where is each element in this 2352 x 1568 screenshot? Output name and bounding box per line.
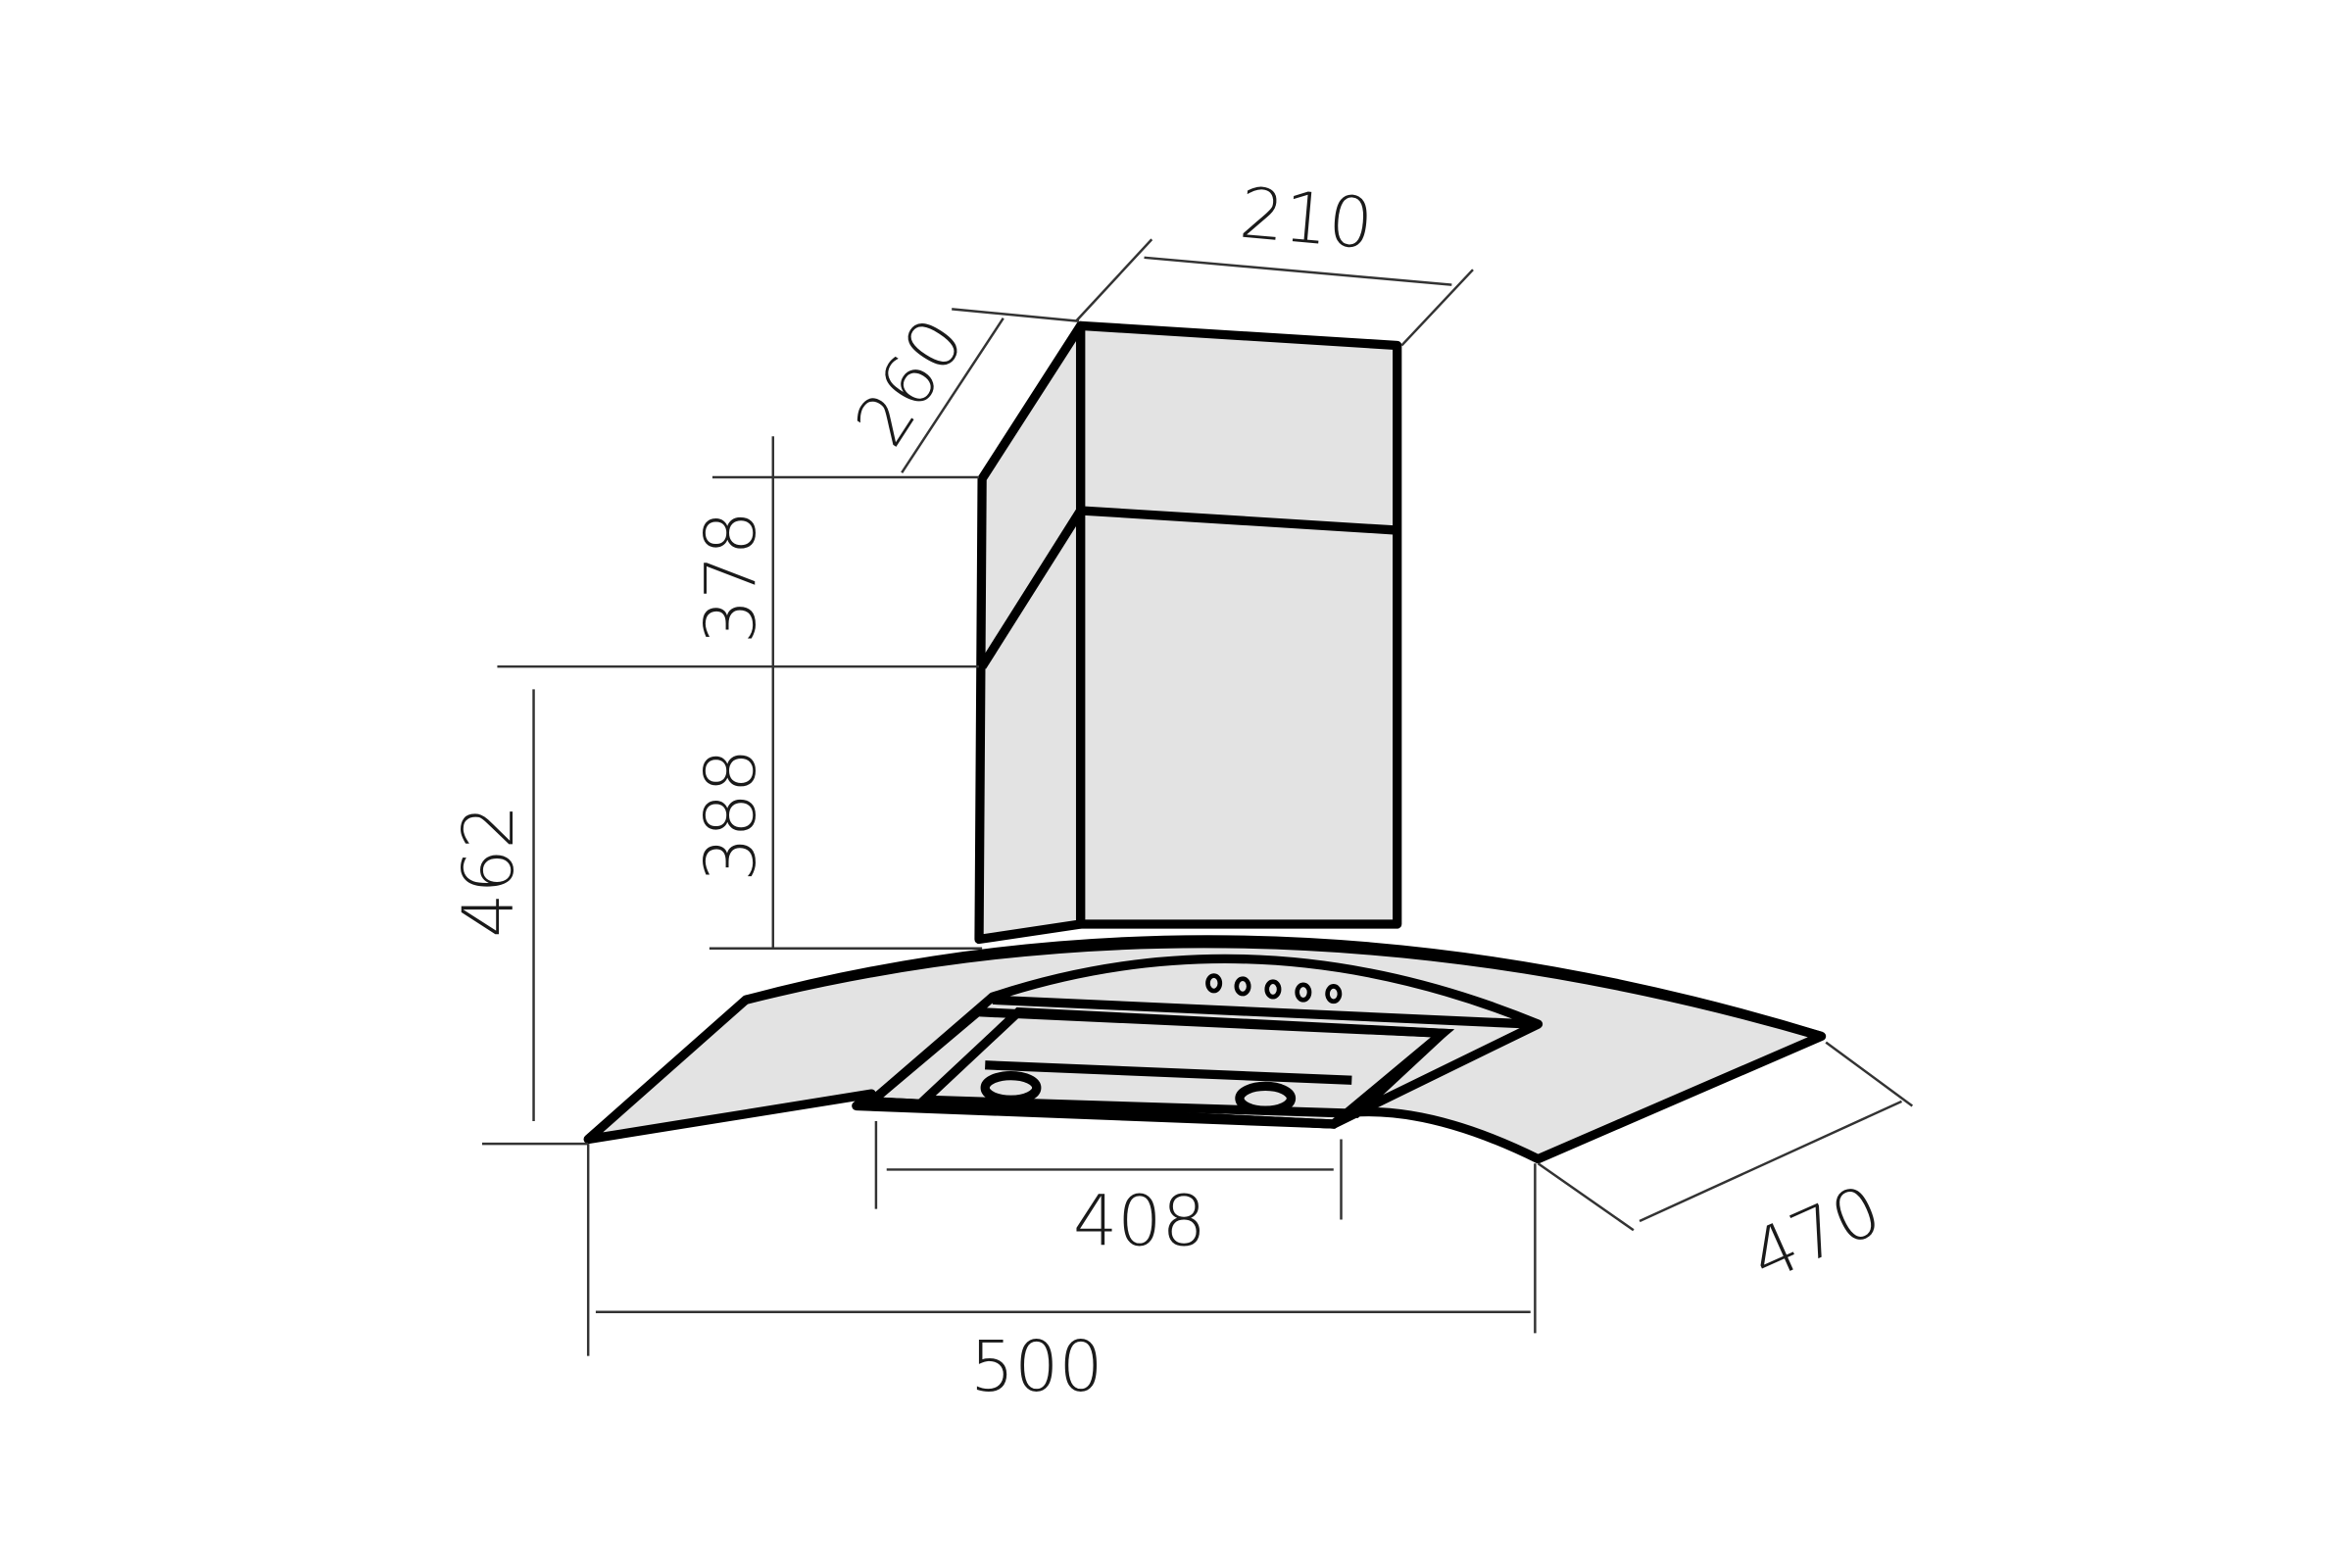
filter-divider <box>985 1060 1352 1085</box>
chimney-front-face <box>1075 320 1402 929</box>
control-button-icon[interactable] <box>1205 973 1223 994</box>
dim-lower-chimney-height: 388 <box>690 749 771 882</box>
control-buttons <box>1205 973 1343 1004</box>
chimney-joint-side <box>978 508 1085 669</box>
hood-body <box>583 935 1827 1164</box>
control-panel-edge <box>992 995 1531 1029</box>
filter-inner <box>913 1006 1454 1118</box>
dim-filter-width: 408 <box>1073 1181 1206 1262</box>
dim-chimney-depth: 260 <box>839 304 980 460</box>
dimension-lines <box>481 238 1914 1356</box>
chimney <box>974 320 1402 945</box>
control-button-icon[interactable] <box>1295 982 1312 1003</box>
dim-hood-depth: 470 <box>1739 1169 1893 1298</box>
chimney-joint-front <box>1080 506 1397 535</box>
light-left-icon <box>980 1070 1042 1104</box>
dim-hood-height: 462 <box>448 805 529 938</box>
chimney-side-face <box>974 320 1086 945</box>
light-right-icon <box>1235 1081 1297 1115</box>
control-button-icon[interactable] <box>1264 979 1282 1000</box>
dim-chimney-width: 210 <box>1237 172 1376 266</box>
dim-hood-width: 500 <box>970 1326 1103 1407</box>
control-button-icon[interactable] <box>1325 984 1343 1004</box>
control-button-icon[interactable] <box>1234 976 1251 997</box>
dim-upper-chimney-height: 378 <box>690 511 771 644</box>
hood-top-edge <box>744 939 1823 1041</box>
